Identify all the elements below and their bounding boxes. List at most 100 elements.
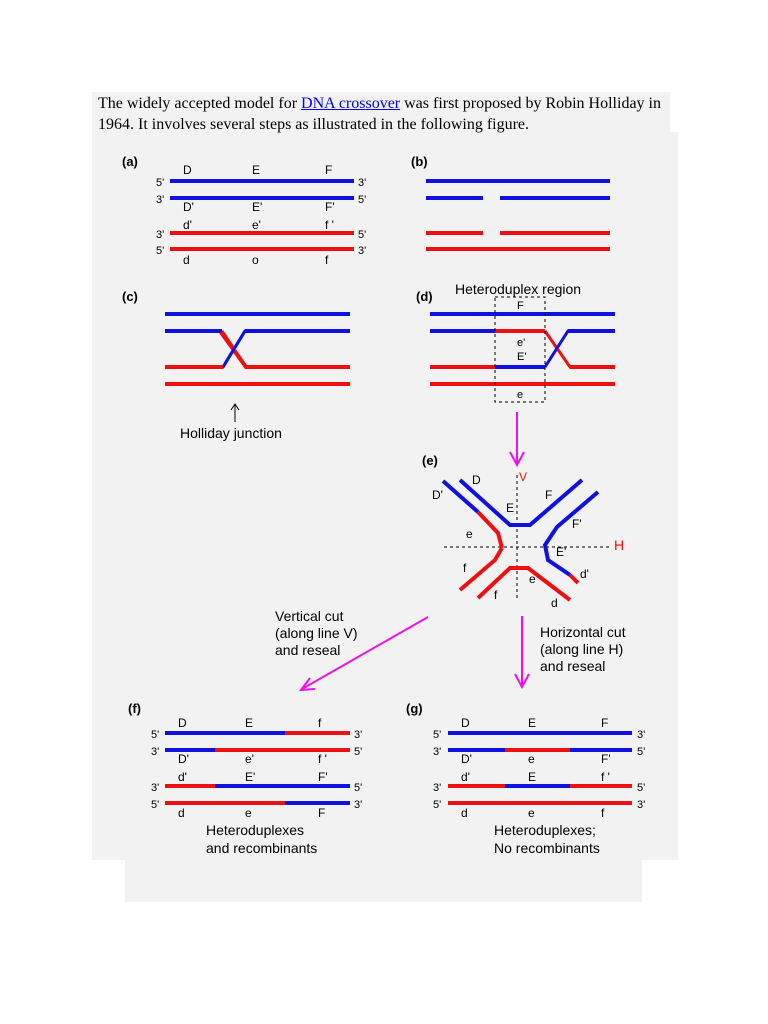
- caption-line: Heteroduplexes;: [494, 822, 596, 838]
- panel-d: [430, 296, 615, 403]
- heteroduplex-region-title: Heteroduplex region: [455, 281, 581, 297]
- panel-c: [165, 312, 350, 386]
- label: f: [325, 253, 329, 267]
- end-label: 5': [151, 799, 159, 811]
- end-label: 3': [156, 229, 164, 241]
- label: D': [183, 200, 194, 214]
- intro-paragraph: The widely accepted model for DNA crosso…: [98, 93, 668, 135]
- label: F': [318, 770, 328, 784]
- cut-line: and reseal: [540, 658, 605, 674]
- end-label: 5': [354, 782, 362, 794]
- label: E': [252, 200, 262, 214]
- process-arrows: [298, 412, 530, 692]
- end-label: 5': [156, 245, 164, 257]
- panel-d-tag: (d): [416, 289, 433, 304]
- end-label: 3': [151, 746, 159, 758]
- label: f: [494, 588, 498, 602]
- panel-c-tag: (c): [122, 289, 138, 304]
- label: E': [556, 545, 566, 559]
- panel-g-tag: (g): [406, 701, 423, 716]
- label: E: [506, 501, 514, 515]
- label: d: [461, 806, 468, 820]
- label: F': [325, 200, 335, 214]
- label: e': [245, 752, 254, 766]
- label: D': [432, 488, 443, 502]
- end-label: 5': [358, 229, 366, 241]
- label: d': [461, 770, 470, 784]
- label: d: [183, 253, 190, 267]
- label: e': [252, 218, 261, 232]
- end-label: 5': [151, 729, 159, 741]
- label: D': [461, 752, 472, 766]
- cut-line: Vertical cut: [275, 608, 344, 624]
- caption-line: No recombinants: [494, 840, 600, 856]
- label: F': [572, 517, 582, 531]
- label: D: [472, 473, 481, 487]
- end-label: 5': [358, 194, 366, 206]
- end-label: 3': [358, 177, 366, 189]
- panel-a: [170, 179, 354, 251]
- panel-a-labels: D E F D' E' F' d' e' f ' d o f 5' 3' 3' …: [156, 163, 366, 267]
- label: f: [601, 806, 605, 820]
- end-label: 3': [433, 782, 441, 794]
- panel-g-labels: D E F D' e F' d' E f ' d e f 5' 3' 3' 5'…: [433, 716, 645, 856]
- label: o: [252, 253, 259, 267]
- panel-e: [441, 475, 612, 602]
- vertical-cut-label: Vertical cut (along line V) and reseal: [275, 608, 358, 658]
- junction-pointer: [230, 403, 240, 422]
- label: E': [517, 351, 526, 363]
- panel-b-tag: (b): [411, 154, 428, 169]
- cut-line: and reseal: [275, 642, 340, 658]
- cut-line: (along line V): [275, 625, 358, 641]
- label: f: [463, 561, 467, 575]
- cut-line: (along line H): [540, 641, 623, 657]
- panel-g: [448, 731, 632, 805]
- end-label: 3': [433, 746, 441, 758]
- label: e: [529, 572, 536, 586]
- label: E: [252, 163, 260, 177]
- end-label: 5': [637, 746, 645, 758]
- label: d': [178, 770, 187, 784]
- panel-e-tag: (e): [422, 453, 438, 468]
- panel-a-tag: (a): [122, 154, 138, 169]
- v-line-label: V: [519, 470, 527, 484]
- end-label: 3': [151, 782, 159, 794]
- label: d: [551, 596, 558, 610]
- caption-line: Heteroduplexes: [206, 822, 304, 838]
- intro-text-start: The widely accepted model for: [98, 95, 302, 112]
- label: d: [178, 806, 185, 820]
- text-background: [92, 92, 670, 132]
- figure-background: [92, 132, 678, 860]
- end-label: 3': [358, 245, 366, 257]
- label: e: [528, 806, 535, 820]
- horizontal-cut-label: Horizontal cut (along line H) and reseal: [540, 624, 626, 674]
- end-label: 5': [433, 729, 441, 741]
- label: D: [178, 716, 187, 730]
- label: f ': [601, 770, 610, 784]
- label: F: [325, 163, 332, 177]
- h-line-label: H: [614, 537, 624, 553]
- end-label: 5': [637, 782, 645, 794]
- panel-e-labels: V H D D' E F F' e E' f e d' f d: [432, 470, 624, 610]
- end-label: 3': [156, 194, 164, 206]
- label: F: [601, 716, 608, 730]
- end-label: 5': [156, 177, 164, 189]
- dna-crossover-link[interactable]: DNA crossover: [301, 95, 401, 112]
- label: F: [517, 300, 524, 312]
- label: f ': [318, 752, 327, 766]
- label: f ': [325, 218, 334, 232]
- label: F': [601, 752, 611, 766]
- label: E': [245, 770, 255, 784]
- label: d': [183, 218, 192, 232]
- end-label: 3': [354, 729, 362, 741]
- figure-footer-background: [125, 860, 642, 902]
- label: e': [517, 337, 525, 349]
- end-label: 3': [354, 799, 362, 811]
- label: E: [245, 716, 253, 730]
- end-label: 3': [637, 799, 645, 811]
- label: F: [545, 488, 552, 502]
- panel-f-tag: (f): [128, 701, 141, 716]
- label: e: [517, 389, 523, 401]
- end-label: 5': [433, 799, 441, 811]
- label: F: [318, 806, 325, 820]
